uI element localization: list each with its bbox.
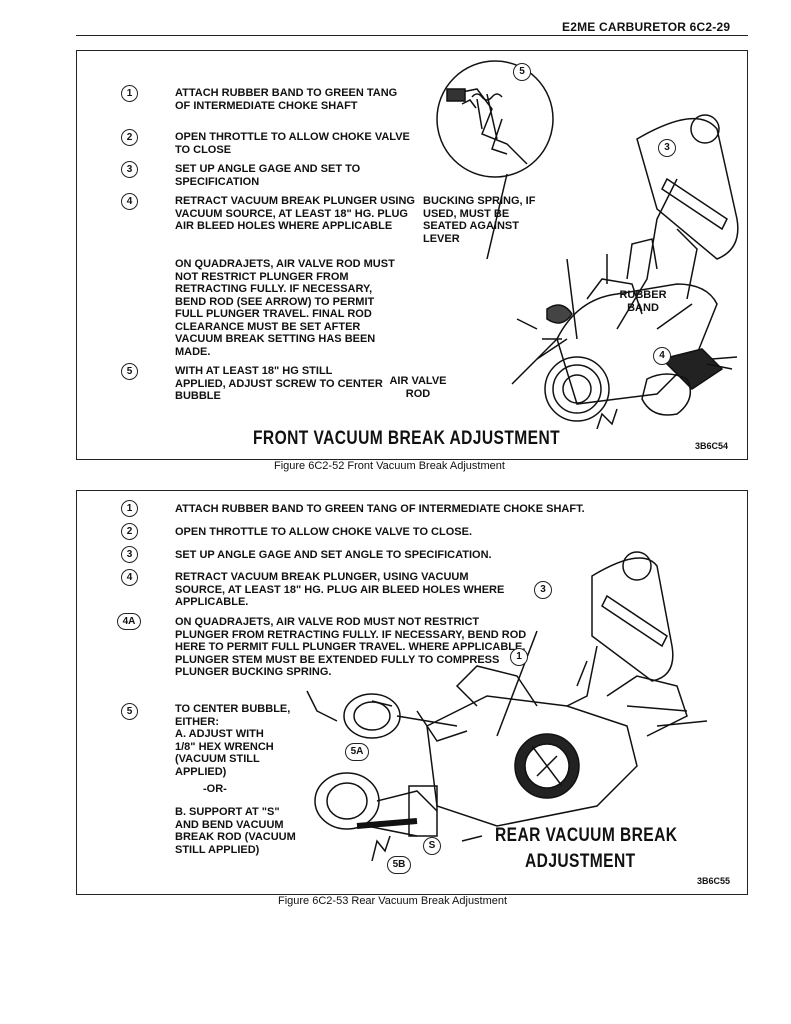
step-text-4: RETRACT VACUUM BREAK PLUNGER USING VACUU… [175, 195, 415, 232]
step-text-2: OPEN THROTTLE TO ALLOW CHOKE VALVE TO CL… [175, 131, 410, 156]
callout-5: 5 [513, 63, 531, 81]
front-carburetor-illustration [436, 60, 739, 429]
quadrajet-note: ON QUADRAJETS, AIR VALVE ROD MUST NOT RE… [175, 258, 395, 358]
header-rule [76, 35, 748, 36]
figure-title-rear-line1: REAR VACUUM BREAK [495, 825, 678, 846]
step-text-3b: SET UP ANGLE GAGE AND SET ANGLE TO SPECI… [175, 549, 492, 561]
step-number-4b: 4 [121, 569, 138, 586]
step-text-1: ATTACH RUBBER BAND TO GREEN TANG OF INTE… [175, 87, 398, 112]
rear-carburetor-illustration [306, 551, 708, 862]
step-text-4b: RETRACT VACUUM BREAK PLUNGER, USING VACU… [175, 571, 505, 608]
option-a: A. ADJUST WITH 1/8" HEX WRENCH (VACUUM S… [175, 728, 274, 778]
step-text-4a: ON QUADRAJETS, AIR VALVE ROD MUST NOT RE… [175, 616, 527, 678]
figure-rear-vacuum-break: 1 ATTACH RUBBER BAND TO GREEN TANG OF IN… [76, 490, 748, 895]
step-number-1b: 1 [121, 500, 138, 517]
figure-title-rear-line2: ADJUSTMENT [525, 851, 636, 872]
step-number-3b: 3 [121, 546, 138, 563]
step-number-4: 4 [121, 193, 138, 210]
or-separator: -OR- [203, 783, 227, 795]
label-air-valve-rod: AIR VALVE ROD [389, 375, 447, 400]
step-text-5b: TO CENTER BUBBLE, EITHER: [175, 703, 291, 728]
step-number-4a: 4A [117, 613, 141, 630]
step-number-1: 1 [121, 85, 138, 102]
figure-front-vacuum-break: 1 ATTACH RUBBER BAND TO GREEN TANG OF IN… [76, 50, 748, 460]
figure-caption-front: Figure 6C2-52 Front Vacuum Break Adjustm… [274, 460, 505, 472]
step-text-1b: ATTACH RUBBER BAND TO GREEN TANG OF INTE… [175, 503, 585, 515]
figure-caption-rear: Figure 6C2-53 Rear Vacuum Break Adjustme… [278, 895, 508, 907]
callout-5a: 5A [345, 743, 369, 761]
callout-s: S [423, 837, 441, 855]
callout-3b: 3 [534, 581, 552, 599]
step-number-5b: 5 [121, 703, 138, 720]
step-text-2b: OPEN THROTTLE TO ALLOW CHOKE VALVE TO CL… [175, 526, 473, 538]
callout-1b: 1 [510, 648, 528, 666]
figure-code-rear: 3B6C55 [697, 876, 731, 886]
option-b: B. SUPPORT AT "S" AND BEND VACUUM BREAK … [175, 806, 296, 856]
callout-5b: 5B [387, 856, 411, 874]
figure-title-front: FRONT VACUUM BREAK ADJUSTMENT [253, 428, 561, 449]
step-number-2b: 2 [121, 523, 138, 540]
step-number-3: 3 [121, 161, 138, 178]
callout-4: 4 [653, 347, 671, 365]
callout-3: 3 [658, 139, 676, 157]
step-text-3: SET UP ANGLE GAGE AND SET TO SPECIFICATI… [175, 163, 361, 188]
figure-code-front: 3B6C54 [695, 441, 729, 451]
step-text-5: WITH AT LEAST 18" HG STILL APPLIED, ADJU… [175, 365, 383, 402]
step-number-5: 5 [121, 363, 138, 380]
step-number-2: 2 [121, 129, 138, 146]
page-header: E2ME CARBURETOR 6C2-29 [562, 20, 731, 34]
